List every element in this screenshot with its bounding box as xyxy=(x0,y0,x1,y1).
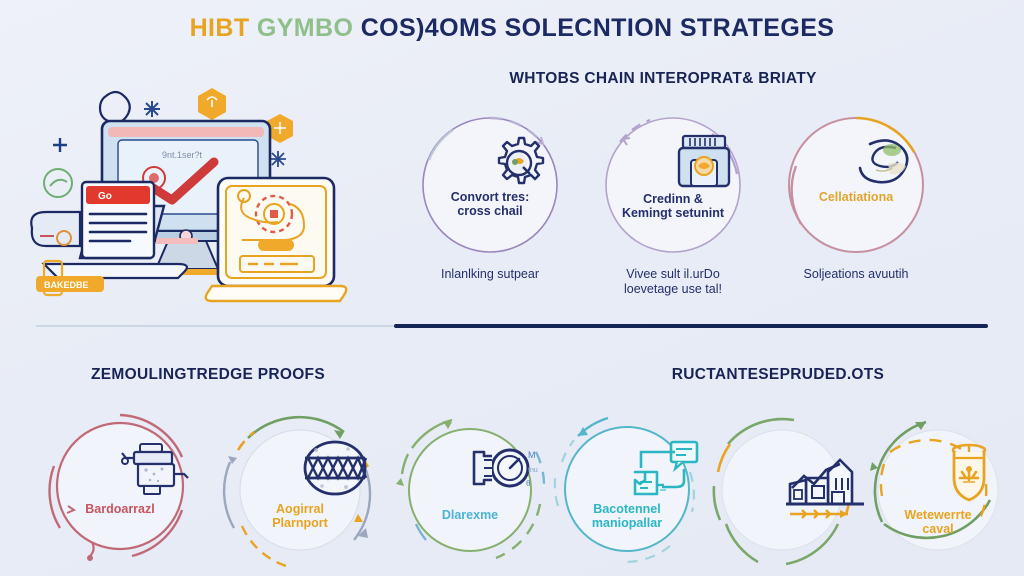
section-heading-zero-knowledge-proofs: ZEMOULINGTREDGE PROOFS xyxy=(91,366,325,383)
divider-left-segment xyxy=(36,325,394,327)
node-asset-1[interactable]: Bacotennel maniopallar xyxy=(548,410,706,568)
svg-text:BAKEDBE: BAKEDBE xyxy=(44,280,89,290)
page-title: HIBT GYMBO COS)4OMS SOLECNTION STRATEGES xyxy=(0,14,1024,43)
node-asset-3[interactable]: Wetewerrte caval xyxy=(860,412,1016,568)
node-zk-1[interactable]: Bardoarrazl xyxy=(44,410,196,562)
node-caption: Soljeations avuutih xyxy=(803,267,909,281)
page-title-lead: HIBT xyxy=(189,14,250,42)
node-ring: Wetewerrte caval xyxy=(860,412,1016,568)
devices-blockchain-illustration: 9nt.1ser?t Go BAKEDBE xyxy=(22,86,382,311)
node-ring: Aogirral Plarnport xyxy=(220,410,380,570)
section-divider xyxy=(36,324,988,328)
svg-text:Go: Go xyxy=(98,191,112,202)
node-ring: Cellatiationa xyxy=(783,112,929,258)
node-ring: Bacotennel maniopallar xyxy=(548,410,706,568)
node-inner-label: Bacotennel maniopallar xyxy=(591,502,663,530)
node-inner-label: Convort tres: cross chail xyxy=(450,190,530,218)
svg-text:9nt.1ser?t: 9nt.1ser?t xyxy=(162,150,203,160)
section-heading-interoperability: WHTOBS CHAIN INTEROPRAT& BRIATY xyxy=(509,70,817,87)
page-title-accent: GYMBO xyxy=(256,14,354,42)
node-inner-label: Bardoarrazl xyxy=(85,502,155,516)
node-ring: M tnu θ Dlarexme xyxy=(392,412,548,568)
node-inner-label: Cellatiationa xyxy=(818,190,894,204)
node-ring xyxy=(704,412,864,568)
node-interop-1[interactable]: Convort tres: cross chail Inlanlking sut… xyxy=(410,112,570,281)
node-interop-3[interactable]: Cellatiationa Soljeations avuutih xyxy=(776,112,936,281)
node-inner-label: Dlarexme xyxy=(441,508,499,522)
node-inner-label: Credinn & Kemingt setunint xyxy=(621,192,725,220)
node-ring: Bardoarrazl xyxy=(44,410,196,562)
section-heading-regulated-assets: RUCTANTESEPRUDED.OTS xyxy=(671,366,885,383)
node-asset-2[interactable] xyxy=(704,412,864,568)
node-inner-label: Wetewerrte caval xyxy=(904,508,972,536)
svg-text:tnu: tnu xyxy=(528,467,538,474)
node-zk-3[interactable]: M tnu θ Dlarexme xyxy=(392,412,548,568)
node-caption: Vivee sult il.urDo loevetage use tal! xyxy=(624,267,722,296)
node-zk-2[interactable]: Aogirral Plarnport xyxy=(220,410,380,570)
node-interop-2[interactable]: Credinn & Kemingt setunint Vivee sult il… xyxy=(593,112,753,296)
node-ring: Convort tres: cross chail xyxy=(417,112,563,258)
svg-text:θ: θ xyxy=(526,479,531,488)
page-title-rest: COS)4OMS SOLECNTION STRATEGES xyxy=(360,14,835,42)
divider-right-segment xyxy=(394,324,988,328)
node-inner-label: Aogirral Plarnport xyxy=(272,502,328,530)
node-caption: Inlanlking sutpear xyxy=(441,267,539,281)
node-ring: Credinn & Kemingt setunint xyxy=(600,112,746,258)
svg-text:M: M xyxy=(528,450,536,460)
